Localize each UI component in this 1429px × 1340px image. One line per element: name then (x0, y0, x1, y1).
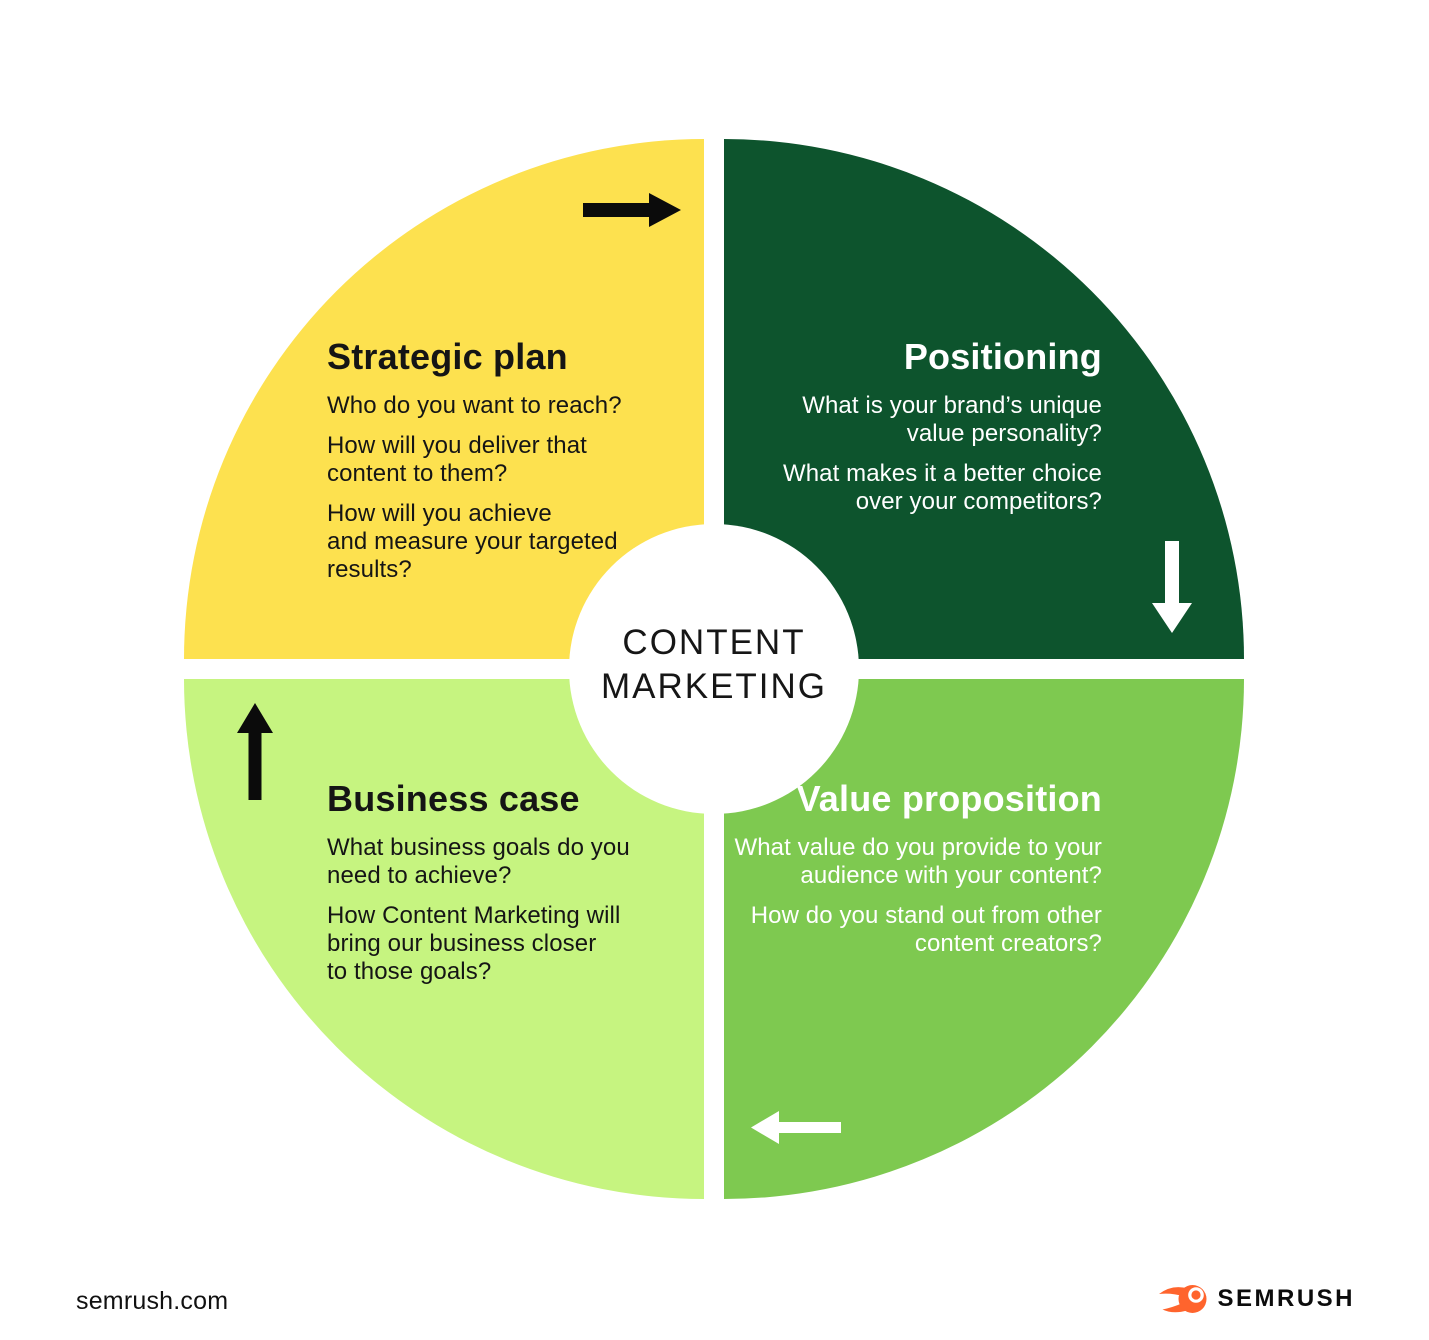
website-url: semrush.com (76, 1287, 229, 1315)
flow-arrow-right-icon (583, 193, 681, 227)
value-proposition-question: What value do you provide to your audien… (734, 834, 1102, 889)
center-hub-circle (569, 524, 859, 814)
flow-arrow-left-icon (751, 1111, 841, 1144)
strategic-plan-title: Strategic plan (327, 336, 568, 377)
flow-arrow-up-icon (237, 703, 273, 800)
value-proposition-block: Value proposition What value do you prov… (672, 778, 1102, 970)
semrush-wordmark: SEMRUSH (1217, 1285, 1355, 1312)
strategic-plan-question: Who do you want to reach? (327, 392, 622, 419)
value-proposition-question: How do you stand out from other content … (750, 902, 1102, 957)
value-proposition-title: Value proposition (796, 778, 1102, 819)
business-case-block: Business case What business goals do you… (327, 778, 677, 998)
center-title: CONTENT MARKETING (464, 621, 964, 709)
business-case-question: How Content Marketing will bring our bus… (327, 902, 621, 985)
positioning-question: What makes it a better choice over your … (782, 460, 1102, 515)
business-case-title: Business case (327, 778, 580, 819)
positioning-title: Positioning (903, 336, 1102, 377)
positioning-question: What is your brand’s unique value person… (802, 392, 1102, 447)
flow-arrow-down-icon (1152, 541, 1192, 633)
center-title-line2: MARKETING (600, 667, 828, 706)
strategic-plan-question: How will you deliver that content to the… (327, 432, 587, 487)
positioning-block: Positioning What is your brand’s unique … (712, 336, 1102, 528)
strategic-plan-block: Strategic plan Who do you want to reach?… (327, 336, 677, 596)
center-title-line1: CONTENT (622, 623, 806, 662)
strategic-plan-question: How will you achieve and measure your ta… (327, 500, 618, 583)
business-case-question: What business goals do you need to achie… (327, 834, 630, 889)
semrush-logo: SEMRUSH (1159, 1283, 1355, 1315)
semrush-logo-icon (1159, 1285, 1207, 1313)
